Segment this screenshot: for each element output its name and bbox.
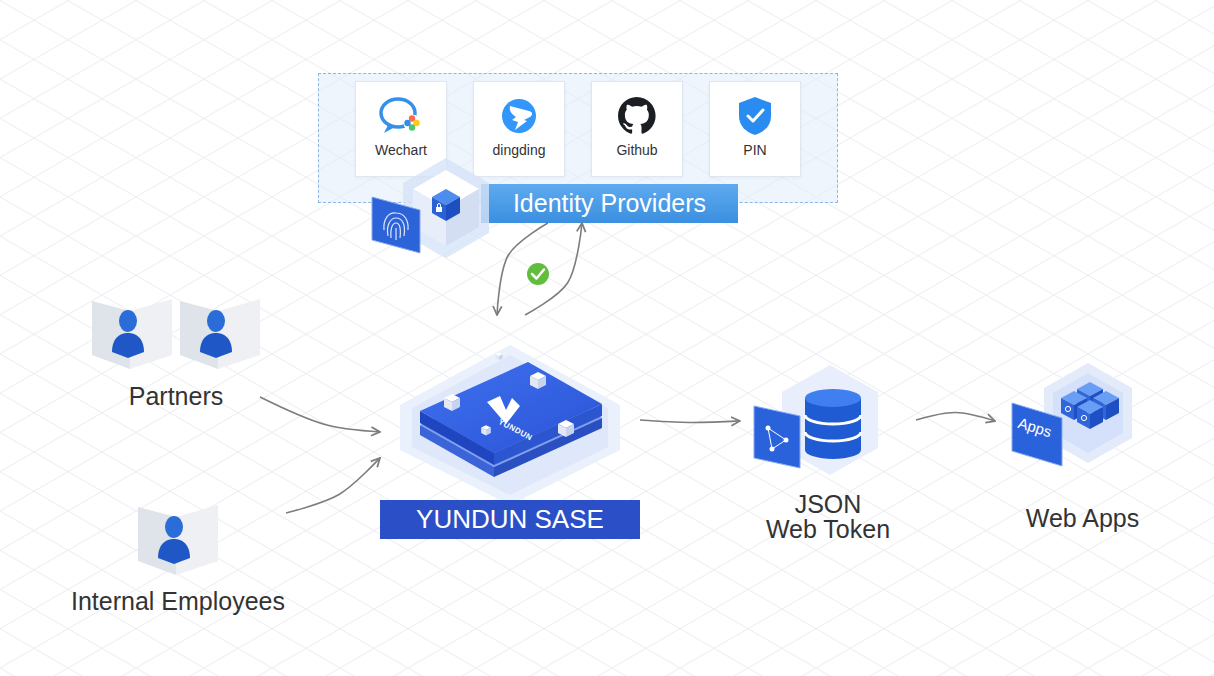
app-cluster: Web Apps <box>995 360 1170 532</box>
slab-side <box>494 418 602 477</box>
identity-provider-panel: Identity Providers Wechart dingding Github P… <box>318 73 838 223</box>
database-base <box>805 441 861 459</box>
app-cube <box>1077 400 1103 429</box>
app-cube <box>1061 391 1087 420</box>
glow-hexagon <box>1044 363 1132 463</box>
token-glyph <box>784 438 789 443</box>
cube-face <box>413 170 479 208</box>
check-badge <box>527 263 549 285</box>
petal-backdrop <box>404 115 421 132</box>
glow-hexagon <box>1053 373 1123 453</box>
cube-face <box>446 197 460 221</box>
small-cube <box>481 425 491 435</box>
apps-card <box>1012 403 1062 466</box>
node-label: Web Apps <box>995 505 1170 531</box>
glow-hexagon <box>400 345 620 505</box>
dingding-wing <box>510 106 532 130</box>
group-label: Internal Employees <box>70 588 286 614</box>
slab-top <box>420 362 602 453</box>
slab-side <box>494 404 602 465</box>
token-glyph <box>766 426 771 431</box>
database-top <box>805 389 861 407</box>
user-group: Internal Employees <box>70 500 286 616</box>
group-label: Partners <box>92 383 260 409</box>
chat-bubble <box>381 99 415 127</box>
chat-bubble <box>384 125 395 133</box>
shield-check <box>748 110 763 121</box>
employee-icon <box>138 505 218 575</box>
small-cube <box>495 352 502 360</box>
partner-icon <box>180 299 260 369</box>
flow-arrow <box>916 413 995 422</box>
check-mark <box>532 270 544 279</box>
card-text: Apps <box>1016 414 1054 440</box>
cube-face <box>432 197 446 221</box>
dingding-icon <box>502 99 536 133</box>
provider-name: PIN <box>710 140 800 160</box>
glow-hexagon <box>412 355 608 495</box>
flow-arrow <box>260 397 380 432</box>
github-icon <box>618 97 656 134</box>
small-cube <box>558 420 574 437</box>
slab-side <box>420 411 494 465</box>
token-glyph <box>768 428 786 449</box>
cube-face <box>413 189 446 246</box>
provider-card: Wechart <box>355 81 447 177</box>
platform-label: YUNDUN SASE <box>380 500 640 539</box>
cube-face <box>432 189 460 205</box>
provider-card: PIN <box>709 81 801 177</box>
partner-icon <box>92 299 172 369</box>
flow-arrow <box>497 223 548 315</box>
flow-arrow <box>525 223 582 315</box>
provider-name: dingding <box>474 140 564 160</box>
provider-name: Wechart <box>356 140 446 160</box>
app-cube <box>1093 391 1119 420</box>
provider-card: Github <box>591 81 683 177</box>
flow-arrow <box>286 458 380 513</box>
lock-glyph <box>438 204 441 208</box>
token-store: JSON Web Token <box>740 375 916 545</box>
user-group: Partners <box>92 295 260 410</box>
petal <box>409 124 415 130</box>
token-card <box>754 406 800 468</box>
panel-title: Identity Providers <box>481 184 738 223</box>
shield-icon <box>739 97 771 135</box>
app-cube <box>1077 382 1103 411</box>
logo-text: YUNDUN <box>497 417 534 442</box>
fingerprint-card <box>372 197 420 253</box>
database-body <box>805 398 861 450</box>
petal <box>409 115 415 121</box>
small-cube <box>444 394 460 411</box>
database-ring <box>805 415 861 424</box>
petal <box>413 120 419 126</box>
slab-side <box>420 425 494 477</box>
lock-glyph <box>436 207 442 212</box>
glow-hexagon <box>782 365 878 475</box>
database-ring <box>805 432 861 441</box>
glow-hexagon <box>403 158 489 258</box>
fingerprint-lines <box>384 213 408 240</box>
provider-card: dingding <box>473 81 565 177</box>
node-label: JSON Web Token <box>740 492 916 542</box>
flow-arrow <box>640 420 740 422</box>
petal <box>404 120 410 126</box>
small-cube <box>530 372 546 389</box>
cube-face <box>446 189 479 246</box>
slab-top <box>420 376 602 467</box>
token-glyph <box>770 447 775 452</box>
provider-name: Github <box>592 140 682 160</box>
